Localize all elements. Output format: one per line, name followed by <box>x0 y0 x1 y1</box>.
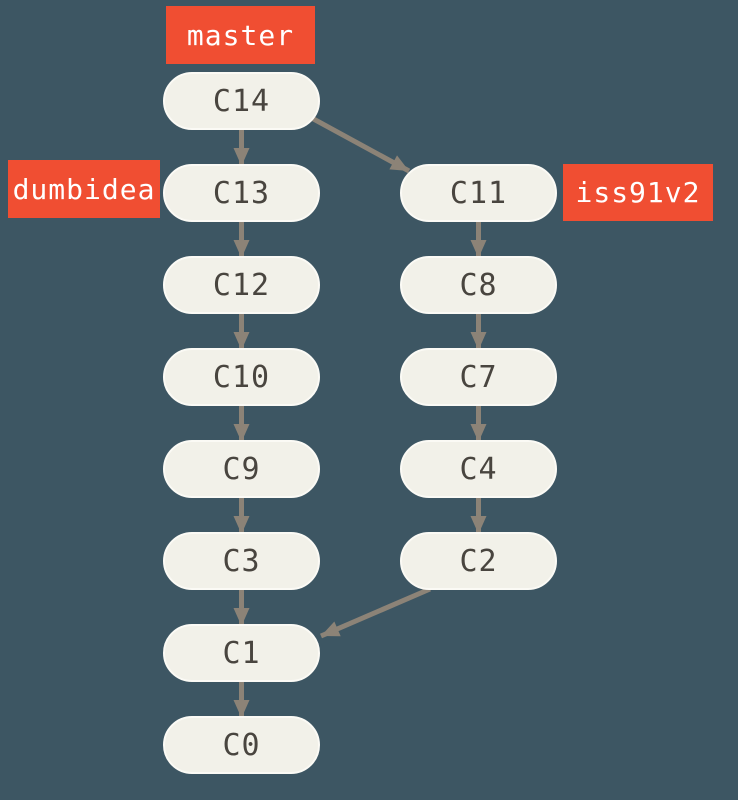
commit-label: C4 <box>459 451 498 487</box>
commit-node-c11: C11 <box>400 164 557 222</box>
edge-c2-c1 <box>320 586 431 639</box>
branch-label-iss91v2-text: iss91v2 <box>575 176 701 209</box>
commit-label: C11 <box>449 175 508 211</box>
edge-c14-c11 <box>306 113 411 174</box>
commit-node-c4: C4 <box>400 440 557 498</box>
commit-label: C10 <box>212 359 271 395</box>
commit-node-c9: C9 <box>163 440 320 498</box>
commit-node-c3: C3 <box>163 532 320 590</box>
commit-label: C1 <box>222 635 261 671</box>
commit-node-c12: C12 <box>163 256 320 314</box>
commit-label: C12 <box>212 267 271 303</box>
commit-label: C2 <box>459 543 498 579</box>
commit-label: C7 <box>459 359 498 395</box>
commit-label: C14 <box>212 83 271 119</box>
branch-label-dumbidea-text: dumbidea <box>12 172 156 206</box>
commit-node-c14: C14 <box>163 72 320 130</box>
commit-label: C13 <box>212 175 271 211</box>
commit-node-c8: C8 <box>400 256 557 314</box>
commit-node-c0: C0 <box>163 716 320 774</box>
commit-label: C9 <box>222 451 261 487</box>
branch-label-master-text: master <box>186 18 295 52</box>
commit-label: C0 <box>222 727 261 763</box>
commit-node-c13: C13 <box>163 164 320 222</box>
commit-node-c7: C7 <box>400 348 557 406</box>
branch-label-master: master <box>166 6 315 64</box>
commit-node-c2: C2 <box>400 532 557 590</box>
commit-node-c1: C1 <box>163 624 320 682</box>
commit-label: C3 <box>222 543 261 579</box>
branch-label-dumbidea: dumbidea <box>8 160 160 218</box>
branch-label-iss91v2: iss91v2 <box>563 164 713 221</box>
commit-node-c10: C10 <box>163 348 320 406</box>
commit-label: C8 <box>459 267 498 303</box>
